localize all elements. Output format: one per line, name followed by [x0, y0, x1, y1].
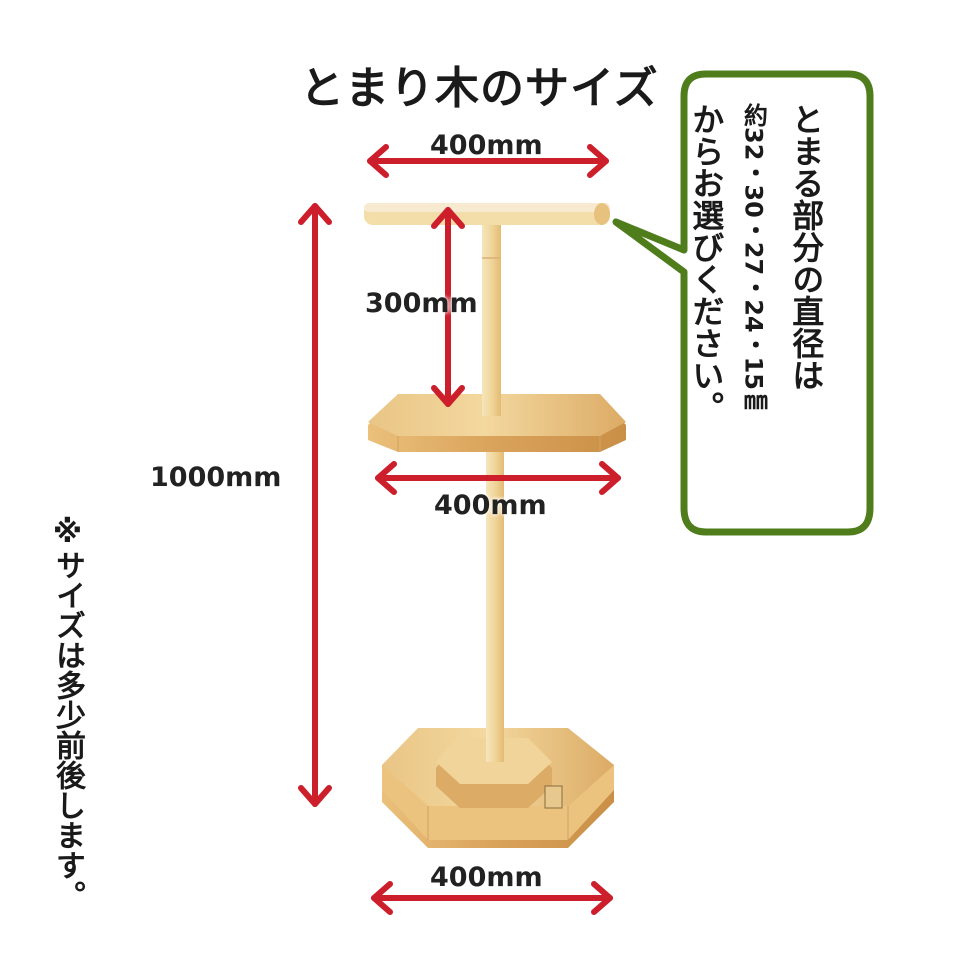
perch-bar — [364, 203, 610, 225]
upper-gap-label: 300mm — [365, 288, 478, 319]
brand-stamp — [544, 785, 563, 809]
bubble-line-1: とまる部分の直径は — [787, 103, 826, 391]
main-pole — [486, 442, 504, 762]
speech-bubble — [612, 70, 874, 536]
top-width-label: 400mm — [430, 130, 543, 161]
size-note: ※サイズは多少前後します。 — [50, 515, 85, 910]
page-title: とまり木のサイズ — [300, 63, 659, 114]
bubble-line-2: 約32・30・27・24・15㎜ — [739, 103, 768, 414]
base — [382, 728, 614, 848]
upper-pole — [482, 220, 501, 416]
bubble-line-3: からお選びください。 — [687, 103, 726, 423]
tray-width-label: 400mm — [434, 490, 547, 521]
base-width-label: 400mm — [430, 862, 543, 893]
overall-height-label: 1000mm — [150, 462, 282, 493]
